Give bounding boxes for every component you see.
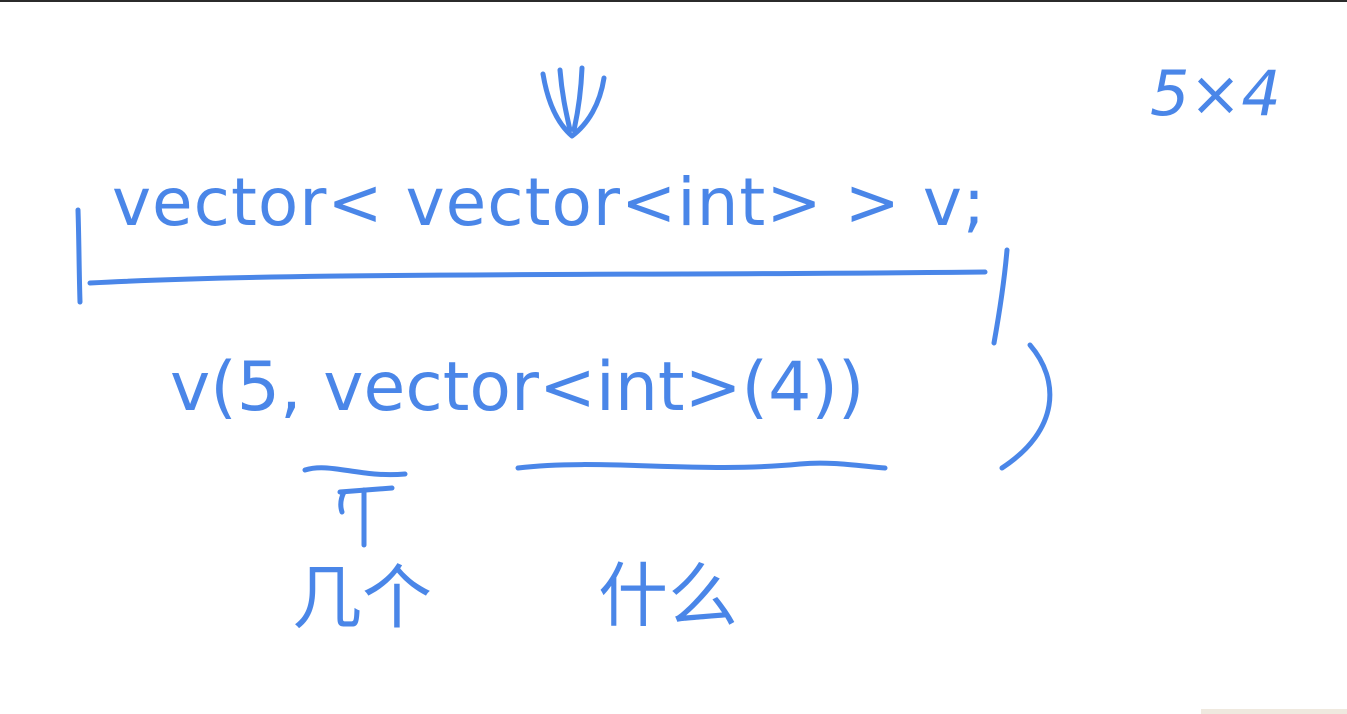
top-divider [0,0,1347,2]
element-note: 什么 [598,555,738,637]
up-arrow-icon [337,485,395,548]
left-bracket-bar [75,207,83,305]
declaration-underline [87,269,988,286]
corner-edge [1201,709,1347,714]
declaration-text: vector< vector<int> > v; [112,164,986,241]
dimension-note: 5×4 [1150,57,1281,130]
rows-note: 几个 [292,557,432,639]
size-underline [302,465,408,478]
constructor-text: v(5, vector<int>(4)) [170,348,864,427]
value-underline [515,460,888,471]
right-bracket-bar [991,247,1010,346]
closing-paren [999,342,1053,471]
double-down-arrow-icon [540,65,607,139]
